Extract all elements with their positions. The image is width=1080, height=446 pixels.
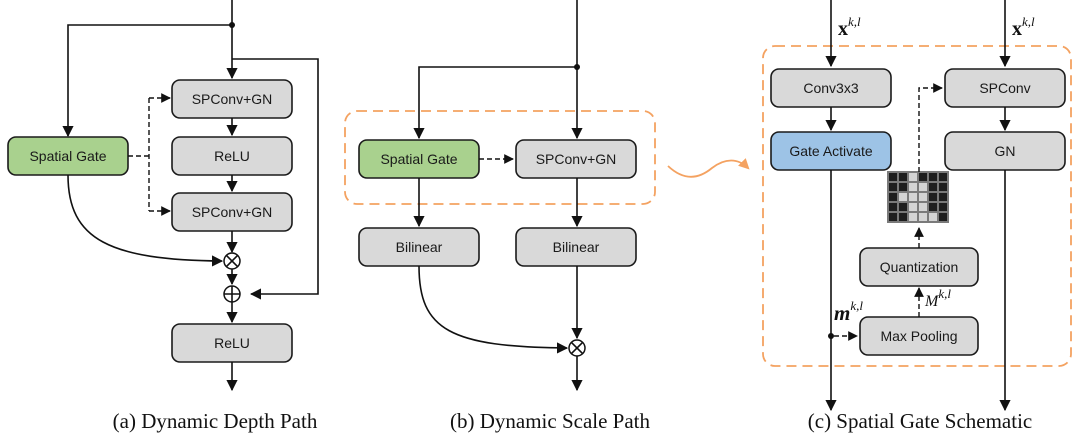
pooled-mask-label: Mk,l [924, 286, 951, 310]
mask-tap-dot [828, 333, 834, 339]
mask-cell-active [939, 183, 947, 191]
mask-grid-background [887, 171, 949, 223]
gn-label: GN [995, 143, 1016, 159]
mask-cell-active [889, 183, 897, 191]
bilinear-label-right: Bilinear [553, 239, 600, 255]
edge-to-spatial-gate-b [413, 66, 577, 140]
caption-a: (a) Dynamic Depth Path [113, 409, 318, 433]
mask-cell-active [929, 173, 937, 181]
mask-cell-inactive [909, 203, 917, 211]
spatial-gate-label-b: Spatial Gate [380, 151, 457, 167]
highlight-region-c [762, 45, 1072, 367]
gate-activate-label: Gate Activate [789, 143, 872, 159]
mask-cell-active [929, 203, 937, 211]
spatial-gate-label: Spatial Gate [29, 148, 106, 164]
gate-curve-to-multiply [67, 174, 224, 267]
highlight-region-b [344, 110, 656, 205]
panel-b-dynamic-scale-path: Spatial Gate SPConv+GN Bilinear Bilinear… [344, 0, 656, 433]
mask-label: mk,l [834, 298, 863, 325]
mask-cell-inactive [899, 193, 907, 201]
spconv-gn-box-b [515, 139, 637, 179]
panel-c-spatial-gate-schematic: xk,l xk,l Conv3x3 Gate Activate SPConv G… [762, 0, 1072, 433]
spconv-gn-label-1: SPConv+GN [192, 91, 273, 107]
multiply-operator-icon-b [568, 339, 586, 357]
panel-a-dynamic-depth-path: Spatial Gate SPConv+GN ReLU SPConv+GN [7, 0, 319, 433]
mask-cell-active [939, 203, 947, 211]
spconv-gn-label-2: SPConv+GN [192, 204, 273, 220]
relu-label-2: ReLU [214, 335, 250, 351]
quantization-label: Quantization [880, 259, 959, 275]
spconv-gn-label-b: SPConv+GN [536, 151, 617, 167]
mask-cell-inactive [919, 183, 927, 191]
curve-to-multiply-b [418, 265, 569, 354]
mask-cell-active [899, 173, 907, 181]
mask-cell-active [889, 193, 897, 201]
mask-cell-inactive [919, 213, 927, 221]
mask-cell-active [919, 173, 927, 181]
mask-cell-inactive [909, 193, 917, 201]
residual-skip-edge [232, 58, 319, 300]
mask-cell-active [939, 193, 947, 201]
caption-c: (c) Spatial Gate Schematic [808, 409, 1033, 433]
mask-cell-active [929, 183, 937, 191]
relu-label-1: ReLU [214, 148, 250, 164]
mask-cell-active [939, 173, 947, 181]
zoom-connector-arrow [667, 158, 750, 178]
mask-cell-inactive [929, 213, 937, 221]
edge-to-spatial-gate [62, 24, 232, 138]
input-label-right: xk,l [1012, 14, 1035, 40]
input-label-left: xk,l [838, 14, 861, 40]
mask-cell-inactive [919, 193, 927, 201]
mask-cell-active [889, 213, 897, 221]
mask-cell-inactive [919, 203, 927, 211]
mask-cell-inactive [909, 183, 917, 191]
binary-mask-grid [887, 171, 949, 223]
mask-dash-to-spconv [918, 83, 943, 172]
spconv-label-c: SPConv [979, 80, 1030, 96]
mask-cell-active [889, 173, 897, 181]
caption-b: (b) Dynamic Scale Path [450, 409, 651, 433]
mask-cell-active [899, 203, 907, 211]
mask-cell-active [899, 213, 907, 221]
conv3x3-label: Conv3x3 [803, 80, 858, 96]
bilinear-box-right [515, 227, 637, 267]
mask-cell-active [929, 193, 937, 201]
mask-cell-active [939, 213, 947, 221]
mask-cell-active [889, 203, 897, 211]
multiply-operator-icon [223, 252, 241, 270]
bilinear-label-left: Bilinear [396, 239, 443, 255]
add-operator-icon [223, 285, 241, 303]
mask-cell-active [899, 183, 907, 191]
mask-cell-inactive [909, 173, 917, 181]
max-pooling-label: Max Pooling [880, 328, 957, 344]
mask-cell-inactive [909, 213, 917, 221]
